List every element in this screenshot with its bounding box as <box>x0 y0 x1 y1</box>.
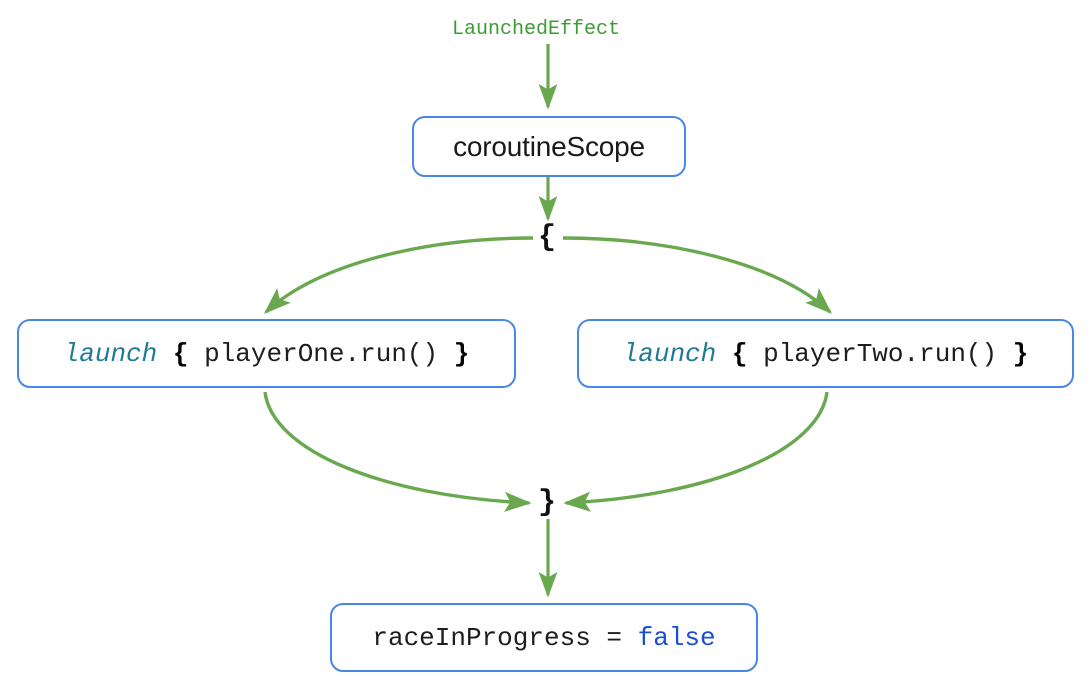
node-coroutine-scope-label: coroutineScope <box>453 130 645 162</box>
source-label-launchedeffect: LaunchedEffect <box>452 18 621 41</box>
close-brace: } <box>1012 338 1029 369</box>
keyword-launch: launch <box>622 338 717 369</box>
node-launch-player-one[interactable]: launch { playerOne.run() } <box>17 319 516 388</box>
variable-race-in-progress: raceInProgress <box>372 622 591 653</box>
open-brace: { <box>172 338 189 369</box>
node-race-in-progress[interactable]: raceInProgress = false <box>330 603 758 672</box>
edge-open-brace-to-launch-one <box>264 236 534 314</box>
node-launch-player-two-code: launch { playerTwo.run() } <box>623 339 1029 369</box>
junction-open-brace: { <box>538 221 557 255</box>
call-player-one-run: playerOne.run() <box>204 338 439 369</box>
node-launch-player-two[interactable]: launch { playerTwo.run() } <box>577 319 1074 388</box>
literal-false: false <box>637 622 716 653</box>
assignment-operator: = <box>606 622 623 653</box>
edge-launch-two-to-close-brace <box>563 391 829 512</box>
edge-launch-one-to-close-brace <box>263 391 532 512</box>
node-launch-player-one-code: launch { playerOne.run() } <box>64 339 470 369</box>
open-brace: { <box>731 338 748 369</box>
junction-close-brace: } <box>538 486 557 520</box>
edge-open-brace-to-launch-two <box>562 236 832 314</box>
call-player-two-run: playerTwo.run() <box>763 338 998 369</box>
node-coroutine-scope[interactable]: coroutineScope <box>412 116 686 177</box>
keyword-launch: launch <box>63 338 158 369</box>
node-race-in-progress-code: raceInProgress = false <box>372 623 715 653</box>
close-brace: } <box>453 338 470 369</box>
